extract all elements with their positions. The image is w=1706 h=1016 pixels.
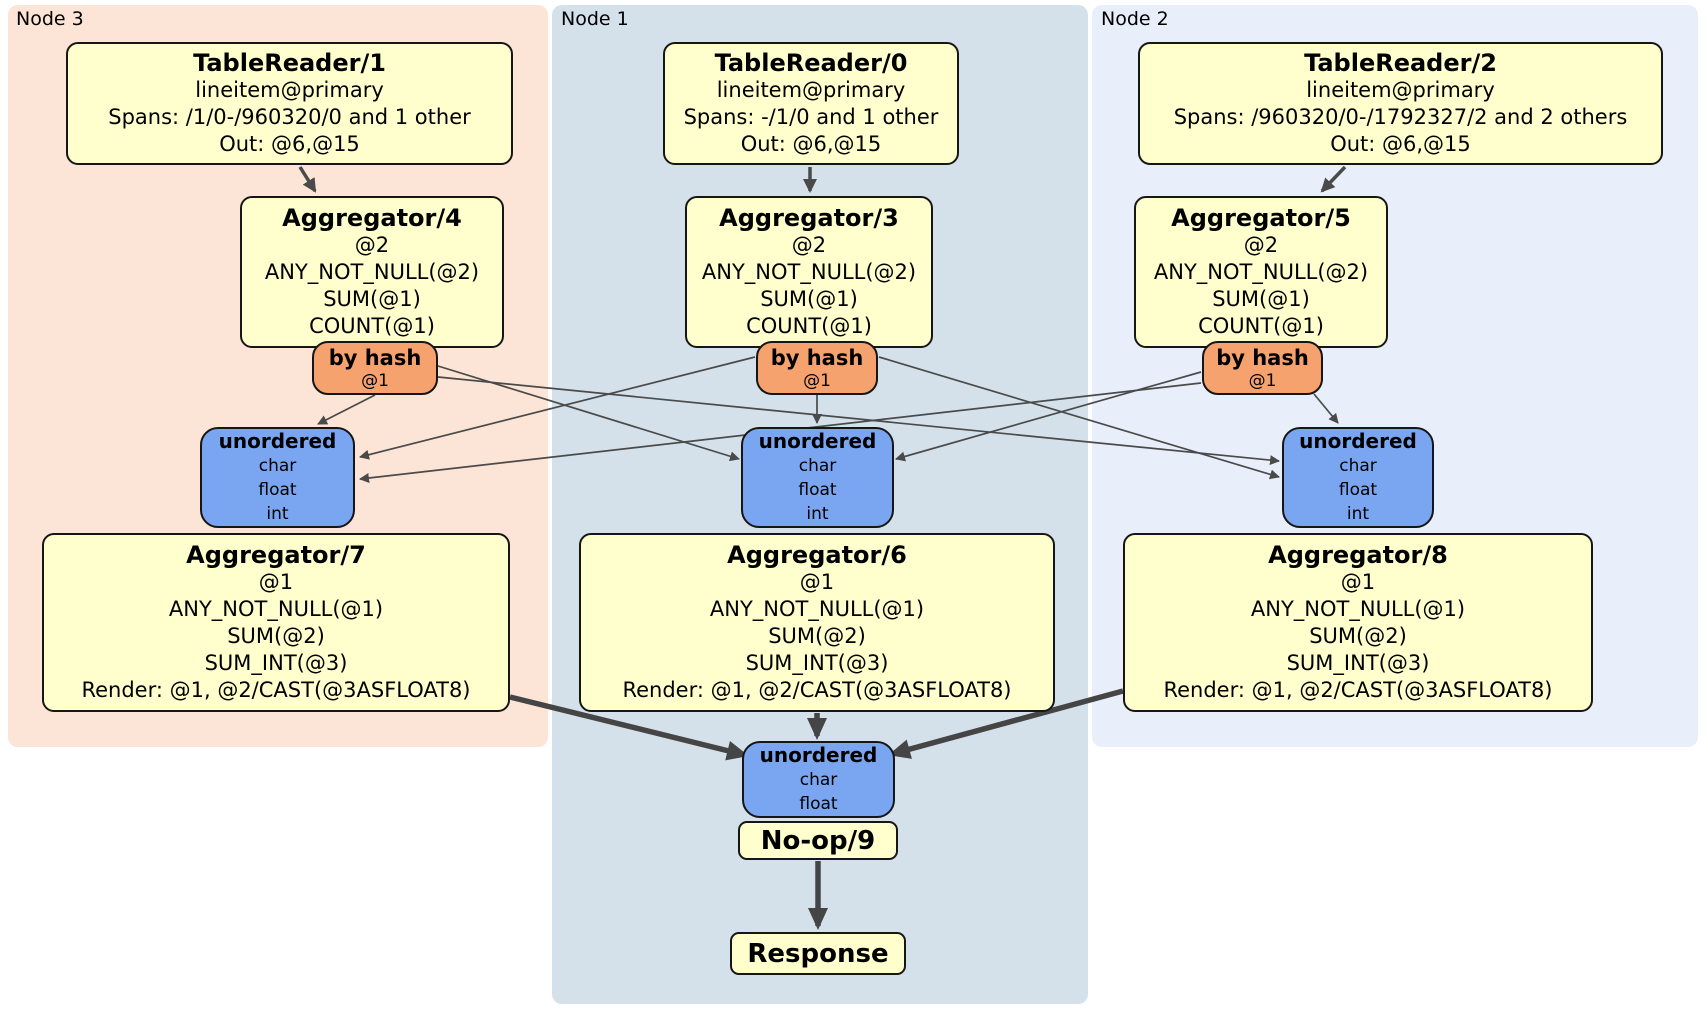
sync-label: unordered	[759, 743, 878, 767]
plan-node-title: Aggregator/3	[719, 204, 899, 232]
router-key: @1	[361, 370, 389, 391]
region-label-node2: Node 2	[1101, 8, 1169, 30]
plan-node-title: Aggregator/4	[282, 204, 462, 232]
router-key: @1	[803, 370, 831, 391]
sync-label: unordered	[218, 429, 337, 453]
edge-router4-sync8	[437, 376, 1280, 466]
plan-node-title: No-op/9	[760, 825, 876, 856]
edge-router5-sync6	[895, 371, 1202, 462]
edge-aggregator7-finalsync	[509, 694, 749, 761]
router-key: @1	[1248, 370, 1277, 391]
router-label: by hash	[328, 345, 422, 370]
edge-tablereader2-aggregator5	[1320, 165, 1347, 193]
router-by-hash-4: by hash @1	[312, 341, 438, 395]
edge-router3-sync8	[878, 356, 1280, 480]
edge-router3-sync7	[359, 356, 756, 460]
plan-node-response: Response	[730, 932, 906, 975]
edge-router4-sync6	[437, 365, 740, 462]
edge-router5-sync8	[1313, 393, 1339, 424]
region-label-node3: Node 3	[16, 8, 84, 30]
plan-node-title: Aggregator/5	[1171, 204, 1351, 232]
region-label-node1: Node 1	[561, 8, 629, 30]
plan-node-title: Aggregator/6	[727, 541, 907, 569]
sync-label: unordered	[758, 429, 877, 453]
edge-aggregator8-finalsync	[888, 688, 1124, 759]
edge-tablereader1-aggregator4	[298, 166, 317, 193]
router-label: by hash	[770, 345, 864, 370]
plan-node-title: Aggregator/7	[186, 541, 366, 569]
edge-router4-sync7	[317, 394, 376, 425]
plan-node-title: Aggregator/8	[1268, 541, 1448, 569]
plan-node-title: Response	[747, 938, 889, 969]
router-label: by hash	[1216, 345, 1309, 370]
plan-node-title: TableReader/0	[714, 49, 908, 77]
plan-node-noop-9: No-op/9	[738, 821, 898, 860]
sync-label: unordered	[1299, 429, 1417, 453]
router-by-hash-5: by hash @1	[1202, 341, 1323, 395]
plan-node-title: TableReader/2	[1304, 49, 1497, 77]
plan-node-title: TableReader/1	[193, 49, 386, 77]
router-by-hash-3: by hash @1	[756, 341, 878, 395]
